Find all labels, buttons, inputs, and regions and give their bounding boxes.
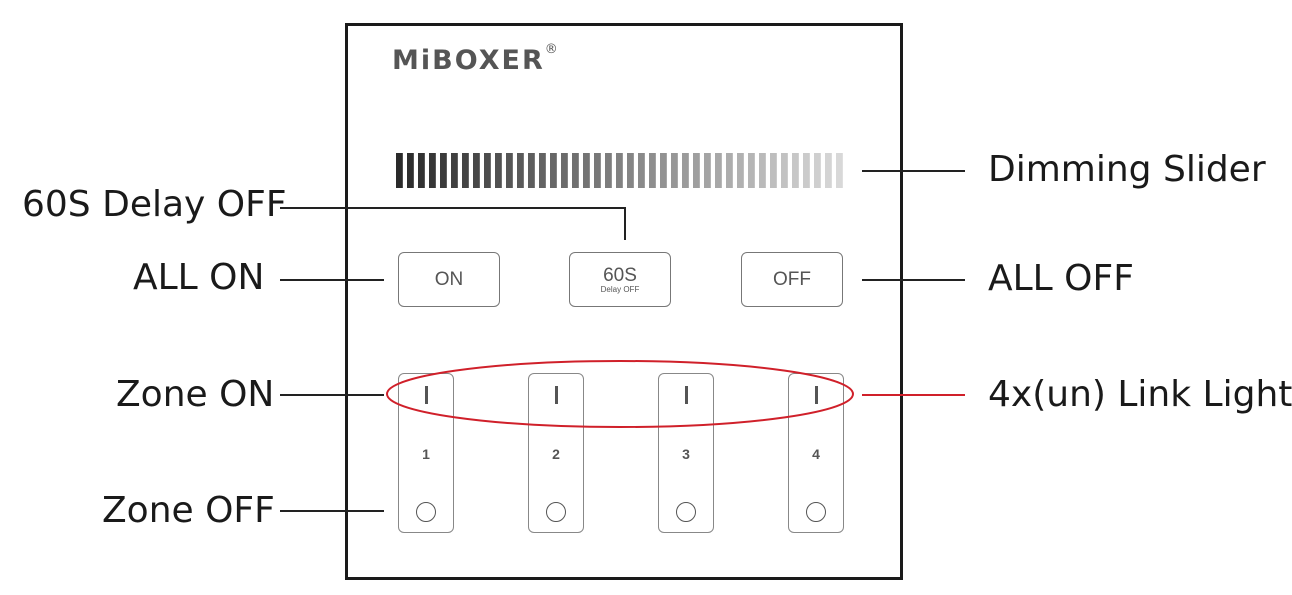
slider-segment[interactable] bbox=[495, 153, 502, 188]
slider-segment[interactable] bbox=[429, 153, 436, 188]
slider-segment[interactable] bbox=[748, 153, 755, 188]
slider-segment[interactable] bbox=[473, 153, 480, 188]
delay-off-button-sublabel: Delay OFF bbox=[600, 285, 640, 294]
slider-segment[interactable] bbox=[484, 153, 491, 188]
slider-segment[interactable] bbox=[759, 153, 766, 188]
zone-3-switch[interactable]: 3 bbox=[658, 373, 714, 533]
zone-2-off-icon[interactable] bbox=[546, 502, 566, 522]
callout-all-on: ALL ON bbox=[133, 257, 265, 298]
slider-segment[interactable] bbox=[781, 153, 788, 188]
brand-name: MiBOXER bbox=[392, 45, 545, 76]
zone-1-on-icon[interactable] bbox=[425, 386, 428, 404]
slider-segment[interactable] bbox=[726, 153, 733, 188]
registered-mark: ® bbox=[544, 42, 560, 57]
zone-3-number: 3 bbox=[682, 446, 690, 462]
slider-segment[interactable] bbox=[693, 153, 700, 188]
slider-segment[interactable] bbox=[407, 153, 414, 188]
slider-segment[interactable] bbox=[528, 153, 535, 188]
slider-segment[interactable] bbox=[616, 153, 623, 188]
brand-logo: MiBOXER® bbox=[392, 43, 560, 76]
callout-all-off: ALL OFF bbox=[988, 258, 1134, 299]
callout-zone-on: Zone ON bbox=[116, 374, 275, 415]
slider-segment[interactable] bbox=[814, 153, 821, 188]
slider-segment[interactable] bbox=[572, 153, 579, 188]
all-on-button[interactable]: ON bbox=[398, 252, 500, 307]
zone-3-off-icon[interactable] bbox=[676, 502, 696, 522]
slider-segment[interactable] bbox=[550, 153, 557, 188]
zone-2-on-icon[interactable] bbox=[555, 386, 558, 404]
slider-segment[interactable] bbox=[506, 153, 513, 188]
all-on-leader bbox=[280, 279, 384, 281]
zone-1-off-icon[interactable] bbox=[416, 502, 436, 522]
slider-segment[interactable] bbox=[594, 153, 601, 188]
delay-off-leader-drop bbox=[624, 207, 626, 240]
zone-1-switch[interactable]: 1 bbox=[398, 373, 454, 533]
zone-2-number: 2 bbox=[552, 446, 560, 462]
slider-segment[interactable] bbox=[770, 153, 777, 188]
zone-4-off-icon[interactable] bbox=[806, 502, 826, 522]
slider-segment[interactable] bbox=[792, 153, 799, 188]
slider-segment[interactable] bbox=[803, 153, 810, 188]
delay-off-button-label: 60S bbox=[603, 265, 637, 286]
all-off-leader bbox=[862, 279, 965, 281]
slider-segment[interactable] bbox=[638, 153, 645, 188]
slider-segment[interactable] bbox=[627, 153, 634, 188]
dimming-slider[interactable] bbox=[396, 153, 847, 188]
slider-segment[interactable] bbox=[836, 153, 843, 188]
all-on-button-label: ON bbox=[434, 268, 464, 290]
slider-segment[interactable] bbox=[539, 153, 546, 188]
delay-off-leader bbox=[280, 207, 626, 209]
link-light-leader bbox=[862, 394, 965, 396]
slider-segment[interactable] bbox=[660, 153, 667, 188]
slider-segment[interactable] bbox=[462, 153, 469, 188]
all-off-button-label: OFF bbox=[773, 268, 811, 290]
slider-segment[interactable] bbox=[517, 153, 524, 188]
slider-segment[interactable] bbox=[682, 153, 689, 188]
zone-4-switch[interactable]: 4 bbox=[788, 373, 844, 533]
zone-off-leader bbox=[280, 510, 384, 512]
zone-2-switch[interactable]: 2 bbox=[528, 373, 584, 533]
slider-segment[interactable] bbox=[671, 153, 678, 188]
slider-segment[interactable] bbox=[715, 153, 722, 188]
zone-1-number: 1 bbox=[422, 446, 430, 462]
zone-3-on-icon[interactable] bbox=[685, 386, 688, 404]
zone-on-leader bbox=[280, 394, 384, 396]
callout-link-light: 4x(un) Link Light bbox=[988, 374, 1292, 415]
slider-segment[interactable] bbox=[451, 153, 458, 188]
slider-segment[interactable] bbox=[440, 153, 447, 188]
callout-dimming-slider: Dimming Slider bbox=[988, 149, 1266, 190]
delay-off-button[interactable]: 60S Delay OFF bbox=[569, 252, 671, 307]
slider-segment[interactable] bbox=[737, 153, 744, 188]
slider-segment[interactable] bbox=[605, 153, 612, 188]
zone-4-on-icon[interactable] bbox=[815, 386, 818, 404]
callout-zone-off: Zone OFF bbox=[102, 490, 275, 531]
slider-segment[interactable] bbox=[649, 153, 656, 188]
all-off-button[interactable]: OFF bbox=[741, 252, 843, 307]
slider-segment[interactable] bbox=[825, 153, 832, 188]
slider-segment[interactable] bbox=[396, 153, 403, 188]
slider-segment[interactable] bbox=[704, 153, 711, 188]
slider-segment[interactable] bbox=[583, 153, 590, 188]
callout-delay-off: 60S Delay OFF bbox=[22, 184, 287, 225]
slider-segment[interactable] bbox=[561, 153, 568, 188]
dimming-slider-leader bbox=[862, 170, 965, 172]
zone-4-number: 4 bbox=[812, 446, 820, 462]
slider-segment[interactable] bbox=[418, 153, 425, 188]
